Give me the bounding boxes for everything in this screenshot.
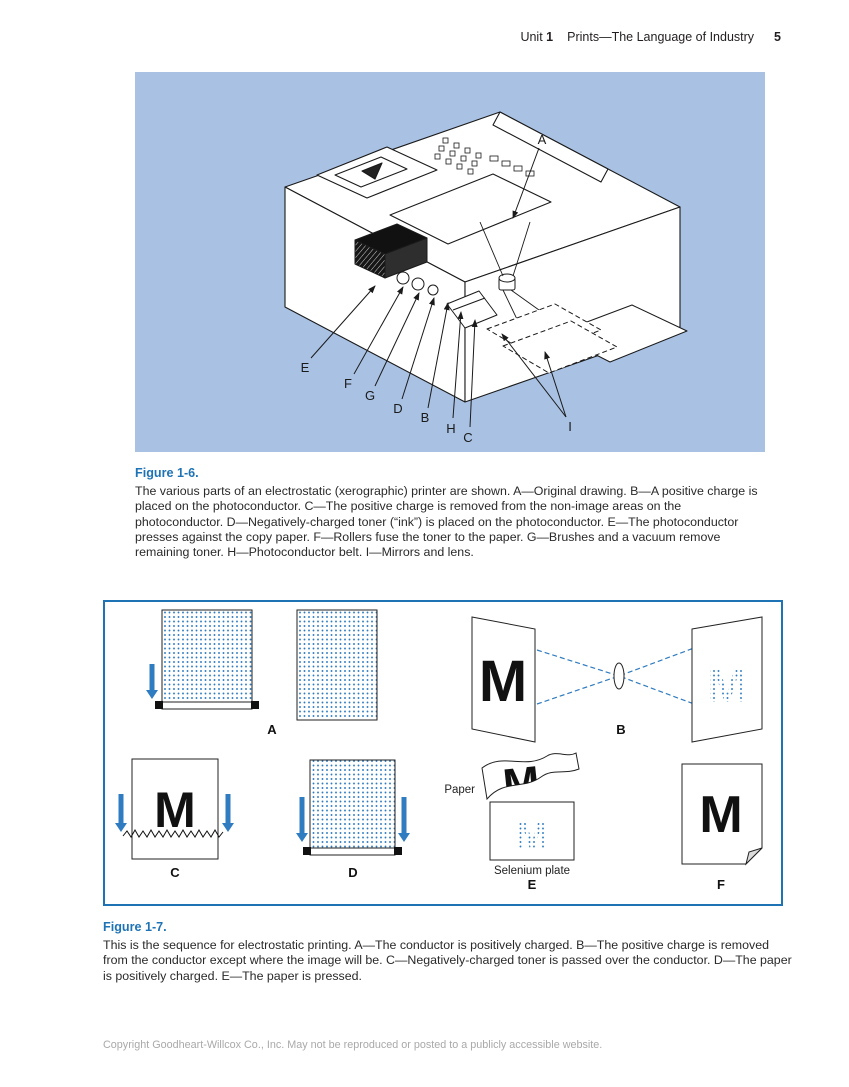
figure-1-6-image: A B C D E F G H I xyxy=(135,72,765,452)
leader-i-1 xyxy=(544,351,567,418)
latent-image-letter: M xyxy=(707,660,747,713)
mirror-sheet-2 xyxy=(502,320,618,374)
panel-f-label: F xyxy=(717,877,725,892)
figure-1-7-image: A M M B M C xyxy=(103,600,783,906)
printer-feeder-arrow xyxy=(361,162,383,180)
paper-arrow-right xyxy=(398,797,410,842)
light-ray-1 xyxy=(536,649,695,705)
finished-letter: M xyxy=(699,786,742,844)
leader-a xyxy=(512,147,540,219)
toner-arrow-right xyxy=(222,794,234,832)
paper-arrow-left xyxy=(296,797,308,842)
printer-platen xyxy=(389,173,552,245)
leader-i-2 xyxy=(501,333,567,418)
panel-c-toner: M C xyxy=(115,758,234,880)
lens-cylinder-top xyxy=(498,273,516,283)
belt-line xyxy=(452,297,486,311)
electrode-left xyxy=(155,701,163,709)
selenium-plate xyxy=(489,801,575,861)
paper-electrode-left xyxy=(303,847,311,855)
panel-b-exposure: M M B xyxy=(471,616,763,743)
selenium-plate-annotation: Selenium plate xyxy=(494,865,570,877)
callout-c: C xyxy=(463,430,472,445)
charged-plate-1 xyxy=(161,609,253,703)
callout-d: D xyxy=(393,401,402,416)
panel-e-transfer: Paper M M Selenium plate E xyxy=(444,752,580,892)
panel-a-label: A xyxy=(267,722,277,737)
panel-c-label: C xyxy=(170,865,180,880)
leader-d xyxy=(401,297,435,400)
unit-number: 1 xyxy=(546,30,554,44)
panel-e-label: E xyxy=(528,877,537,892)
leader-h xyxy=(452,311,464,419)
callout-f: F xyxy=(344,376,352,391)
callout-a: A xyxy=(538,132,547,147)
electrode-right xyxy=(251,701,259,709)
unit-label: Unit 1 xyxy=(520,30,553,44)
page-header: Unit 1 Prints—The Language of Industry 5 xyxy=(520,30,781,44)
panel-d-label: D xyxy=(348,865,357,880)
figure-1-6-caption-title: Figure 1-6. xyxy=(135,466,199,480)
charged-paper xyxy=(309,759,396,849)
callout-b: B xyxy=(421,410,430,425)
printer-diagram: A B C D E F G H I xyxy=(284,111,688,445)
panel-d-paper-charged: D xyxy=(296,759,410,880)
callout-letters: A B C D E F G H I xyxy=(301,132,572,445)
toner-letter: M xyxy=(154,782,196,838)
printer-internals xyxy=(354,221,688,374)
exposed-plate xyxy=(691,616,763,743)
running-title: Prints—The Language of Industry xyxy=(567,30,755,44)
transfer-roller xyxy=(427,284,439,296)
leader-e xyxy=(310,285,376,359)
paper-base-bar xyxy=(309,847,396,856)
copyright-notice: Copyright Goodheart-Willcox Co., Inc. Ma… xyxy=(103,1039,603,1051)
panel-f-finished-print: M F xyxy=(681,763,763,892)
lens-icon xyxy=(613,662,625,690)
leader-b xyxy=(427,302,450,409)
paper-electrode-right xyxy=(394,847,402,855)
paper-annotation: Paper xyxy=(444,784,475,796)
leader-f xyxy=(353,286,404,375)
plate-base-bar xyxy=(161,701,253,710)
brush-roller xyxy=(411,277,425,291)
panel-a-charging: A xyxy=(146,609,378,737)
callout-i: I xyxy=(568,419,572,434)
toner-cartridge-side xyxy=(384,237,428,279)
toner-scribble xyxy=(122,828,224,838)
callout-g: G xyxy=(365,388,375,403)
page-number: 5 xyxy=(774,30,781,44)
callout-h: H xyxy=(446,421,455,436)
unit-word: Unit xyxy=(520,30,543,44)
figure-1-7-caption-title: Figure 1-7. xyxy=(103,920,167,934)
charge-arrow xyxy=(146,664,158,699)
callout-leader-lines xyxy=(310,147,567,428)
light-ray-2 xyxy=(536,647,695,705)
printer-body xyxy=(284,111,681,403)
leader-c xyxy=(469,319,478,428)
page-fold-corner xyxy=(745,847,763,866)
figure-1-6-caption-text: The various parts of an electrostatic (x… xyxy=(135,484,758,559)
electrostatic-sequence-diagram: A M M B M C xyxy=(115,609,763,892)
figure-1-6-caption: Figure 1-6. The various parts of an elec… xyxy=(135,466,771,560)
leader-g xyxy=(374,292,420,387)
original-letter: M xyxy=(479,649,527,714)
lifting-paper-sheet xyxy=(481,752,580,801)
toner-arrow-left xyxy=(115,794,127,832)
toner-plate xyxy=(131,758,219,860)
printer-console-strip xyxy=(492,111,609,183)
charged-plate-2 xyxy=(296,609,378,721)
original-sheet xyxy=(471,616,536,743)
figure-1-7-caption-text: This is the sequence for electrostatic p… xyxy=(103,938,792,983)
panel-b-label: B xyxy=(616,722,625,737)
residual-letter: M xyxy=(515,814,548,858)
fuser-roller xyxy=(396,271,410,285)
callout-e: E xyxy=(301,360,310,375)
figure-1-7-caption: Figure 1-7. This is the sequence for ele… xyxy=(103,920,797,984)
